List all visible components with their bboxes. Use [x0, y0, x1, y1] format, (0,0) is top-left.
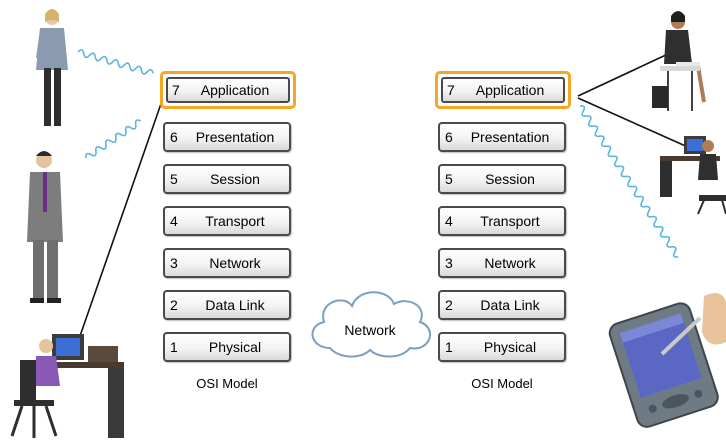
right-model-caption: OSI Model — [471, 376, 533, 391]
layer-number: 5 — [170, 171, 178, 187]
layer-name: Presentation — [470, 129, 550, 145]
layer-name: Network — [209, 255, 261, 271]
left-layer-session: 5 Session — [163, 164, 291, 194]
layer-number: 1 — [170, 339, 178, 355]
layer-name: Session — [210, 171, 260, 187]
wire-right-top — [577, 53, 669, 97]
coiled-wire-right — [579, 105, 679, 258]
layer-number: 7 — [172, 82, 180, 98]
layer-number: 1 — [445, 339, 453, 355]
right-layer-network: 3 Network — [438, 248, 566, 278]
network-cloud-label: Network — [344, 322, 396, 338]
coiled-wire-left-mid — [85, 119, 142, 159]
right-layer-session: 5 Session — [438, 164, 566, 194]
layer-name: Data Link — [480, 297, 540, 313]
coiled-wire-left-top — [77, 49, 154, 75]
woman-on-phone-icon — [36, 9, 68, 126]
left-layer-transport: 4 Transport — [163, 206, 291, 236]
layer-number: 2 — [170, 297, 178, 313]
layer-number: 4 — [170, 213, 178, 229]
layer-name: Physical — [208, 339, 262, 355]
layer-name: Transport — [480, 213, 540, 229]
right-layer-physical: 1 Physical — [438, 332, 566, 362]
layer-name: Transport — [205, 213, 265, 229]
left-layer-physical: 1 Physical — [163, 332, 291, 362]
layer-number: 3 — [170, 255, 178, 271]
left-layer-data-link: 2 Data Link — [163, 290, 291, 320]
layer-number: 2 — [445, 297, 453, 313]
layer-name: Application — [200, 82, 270, 98]
layer-number: 6 — [170, 129, 178, 145]
pda-icon — [608, 293, 726, 428]
layer-name: Presentation — [195, 129, 275, 145]
right-layer-transport: 4 Transport — [438, 206, 566, 236]
right-layer-data-link: 2 Data Link — [438, 290, 566, 320]
left-layer-application-box: 7 Application — [166, 77, 290, 103]
right-layer-presentation: 6 Presentation — [438, 122, 566, 152]
network-cloud-icon — [311, 291, 431, 358]
man-on-phone-icon — [27, 151, 63, 303]
layer-name: Network — [484, 255, 536, 271]
left-layer-presentation: 6 Presentation — [163, 122, 291, 152]
right-layer-application-box: 7 Application — [441, 77, 565, 103]
layer-number: 3 — [445, 255, 453, 271]
layer-name: Application — [475, 82, 545, 98]
left-layer-application: 7 Application — [160, 71, 296, 109]
layer-name: Data Link — [205, 297, 265, 313]
wire-left-bottom — [79, 97, 164, 337]
wire-right-mid — [577, 97, 691, 149]
left-model-caption: OSI Model — [196, 376, 258, 391]
layer-number: 5 — [445, 171, 453, 187]
woman-at-computer-icon — [660, 136, 726, 215]
right-layer-application: 7 Application — [435, 71, 571, 109]
layer-number: 7 — [447, 82, 455, 98]
layer-name: Physical — [483, 339, 537, 355]
woman-seated-icon — [652, 11, 706, 111]
layer-number: 4 — [445, 213, 453, 229]
layer-name: Session — [485, 171, 535, 187]
man-at-computer-icon — [10, 334, 124, 438]
layer-number: 6 — [445, 129, 453, 145]
left-layer-network: 3 Network — [163, 248, 291, 278]
